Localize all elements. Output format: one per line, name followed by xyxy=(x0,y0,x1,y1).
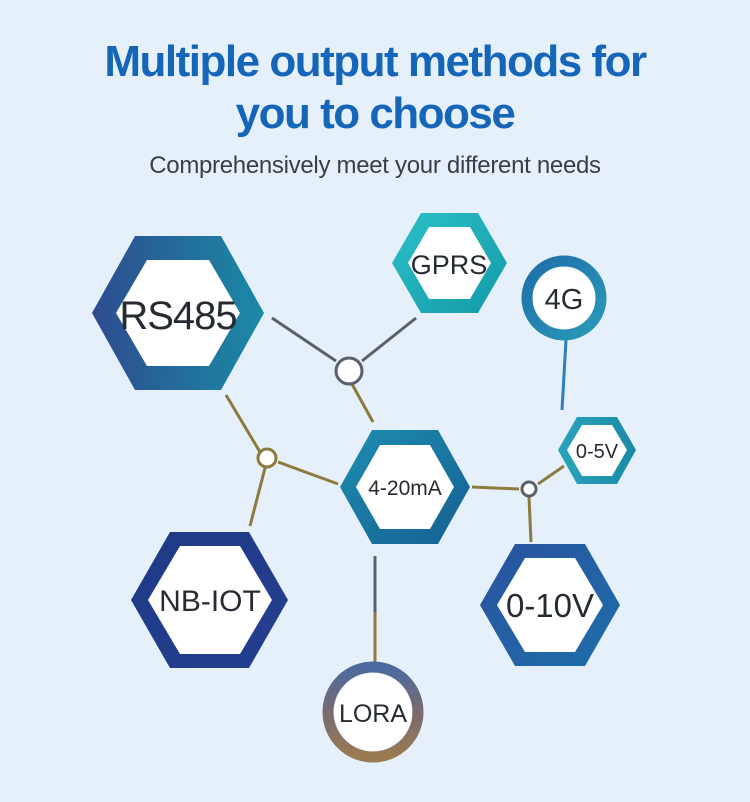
connector-rs485-junction-left xyxy=(224,394,262,453)
node-gprs: GPRS xyxy=(392,213,507,313)
node-lora-label: LORA xyxy=(339,700,407,728)
node-rs485: RS485 xyxy=(92,236,264,390)
junction-right xyxy=(520,480,538,498)
connector-junction-0-10v xyxy=(527,496,533,543)
node-0-5v: 0-5V xyxy=(558,417,636,484)
node-0-10v: 0-10V xyxy=(480,544,620,666)
node-rs485-label: RS485 xyxy=(119,294,236,338)
connector-junction-nbiot xyxy=(248,467,267,527)
connector-junction-0-5v xyxy=(537,464,565,486)
junction-left xyxy=(256,447,278,469)
connector-junction-4-20ma xyxy=(350,383,375,423)
connector-4g-0-5v xyxy=(560,339,568,411)
node-4-20ma-label: 4-20mA xyxy=(368,477,442,500)
title-line-1: Multiple output methods for xyxy=(104,37,647,86)
node-4g: 4G xyxy=(521,255,607,341)
node-4-20ma: 4-20mA xyxy=(340,430,470,544)
page-subtitle: Comprehensively meet your different need… xyxy=(149,152,601,179)
node-nb-iot-label: NB-IOT xyxy=(159,585,261,618)
connector-4-20ma-junction-right xyxy=(471,485,520,491)
junction-top xyxy=(334,356,364,386)
node-4g-label: 4G xyxy=(545,284,584,316)
node-gprs-label: GPRS xyxy=(411,250,488,280)
connectors xyxy=(224,316,568,662)
node-lora: LORA xyxy=(322,661,424,763)
connector-rs485-junction xyxy=(271,316,337,363)
connector-junction-4-20ma-left xyxy=(277,460,339,486)
node-nb-iot: NB-IOT xyxy=(131,532,288,668)
node-0-10v-label: 0-10V xyxy=(506,587,594,624)
node-0-5v-label: 0-5V xyxy=(576,441,619,463)
title-line-2: you to choose xyxy=(235,89,516,138)
connector-gprs-junction xyxy=(361,316,417,363)
page-title: Multiple output methods for you to choos… xyxy=(0,36,750,140)
